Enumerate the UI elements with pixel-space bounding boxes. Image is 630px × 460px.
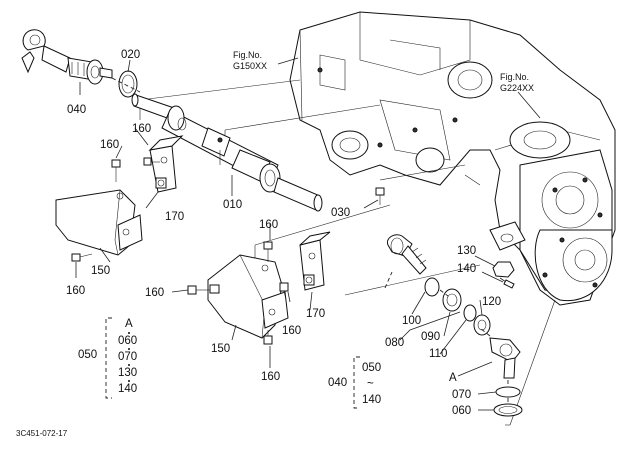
label-040: 040: [67, 104, 86, 116]
cover-150-upper: [55, 189, 143, 256]
label-160-d: 160: [259, 219, 278, 231]
bolt-160-a: [111, 159, 121, 182]
group-040-item-140: 140: [362, 394, 381, 406]
label-160-g: 160: [261, 371, 280, 383]
fig-ref-2-code: G224XX: [500, 83, 534, 93]
bolt-160-d: [263, 241, 273, 262]
label-060: 060: [452, 405, 471, 417]
group-050-item-140: 140: [118, 383, 137, 395]
group-040-item-tilde: ~: [367, 378, 374, 390]
group-050-item-070: 070: [118, 351, 137, 363]
label-160-b: 160: [100, 139, 119, 151]
bolt-030: [375, 187, 385, 205]
axle-housing: [289, 11, 616, 306]
label-120: 120: [482, 296, 501, 308]
label-100: 100: [402, 315, 421, 327]
label-170-b: 170: [306, 308, 325, 320]
group-040-label: 040: [328, 377, 347, 389]
tie-rod-end-lower: [489, 337, 521, 379]
label-090: 090: [421, 331, 440, 343]
bracket-170-lower: [299, 231, 331, 291]
lock-120: [473, 314, 491, 336]
bolt-160-e: [187, 285, 210, 295]
label-080: 080: [385, 337, 404, 349]
bolt-160-b: [143, 157, 160, 166]
diagram-code: 3C451-072-17: [16, 429, 68, 438]
label-110: 110: [429, 348, 447, 360]
group-050-label: 050: [78, 349, 97, 361]
o-ring-070: [495, 386, 521, 398]
group-040-item-050: 050: [362, 362, 381, 374]
fig-ref-2-title: Fig.No.: [500, 72, 529, 82]
label-170-a: 170: [165, 211, 184, 223]
tie-rod-end-040: [21, 29, 113, 85]
pin-140: [503, 279, 515, 289]
label-150-b: 150: [211, 343, 230, 355]
group-040: 040 050 ~ 140: [328, 356, 381, 409]
label-160-f: 160: [282, 325, 301, 337]
bolt-160-g: [263, 330, 273, 345]
group-050: 050 A 060 070 130 140: [78, 317, 137, 399]
nut-110: [463, 304, 477, 322]
label-160-c: 160: [66, 285, 85, 297]
label-140: 140: [457, 263, 476, 275]
nut-130: [492, 261, 515, 278]
group-050-item-130: 130: [118, 367, 137, 379]
fig-ref-1-title: Fig.No.: [233, 50, 262, 60]
group-050-item-a: A: [125, 318, 133, 330]
label-070: 070: [452, 389, 471, 401]
ring-080: [424, 277, 440, 297]
cover-150-lower: [207, 254, 289, 339]
label-160-e: 160: [145, 287, 164, 299]
label-030: 030: [331, 207, 350, 219]
steering-cylinder-010: [111, 77, 323, 212]
label-130: 130: [457, 245, 476, 257]
seal-060: [493, 403, 523, 417]
label-ref-a: A: [449, 372, 457, 384]
boot-090: [442, 288, 462, 312]
label-150-a: 150: [91, 265, 110, 277]
label-020: 020: [121, 49, 140, 61]
label-160-a: 160: [132, 123, 151, 135]
bolt-160-f: [279, 282, 289, 301]
fig-ref-1-code: G150XX: [233, 61, 267, 71]
tie-rod-inner-100: [386, 234, 427, 275]
label-010: 010: [223, 199, 242, 211]
bolt-160-c: [71, 253, 93, 262]
bracket-170-upper: [148, 135, 184, 193]
group-050-item-060: 060: [118, 335, 137, 347]
